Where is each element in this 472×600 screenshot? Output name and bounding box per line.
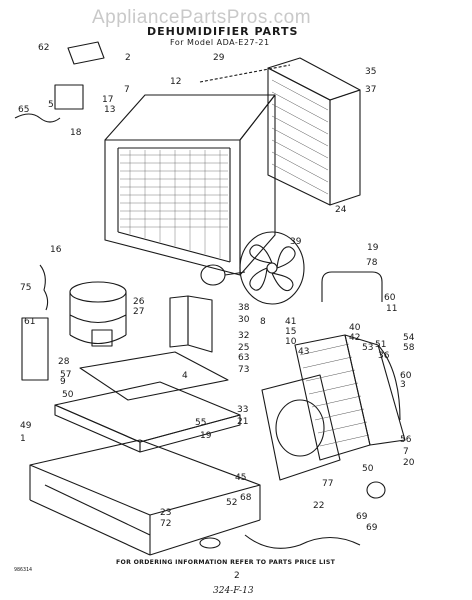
- part-number-label: 49: [20, 421, 32, 431]
- part-number-label: 73: [238, 365, 249, 375]
- part-number-label: 28: [58, 357, 70, 367]
- part-number-label: 8: [260, 317, 266, 327]
- part-number-label: 77: [322, 479, 333, 489]
- part-number-label: 9: [60, 377, 66, 387]
- part-number-label: 60: [384, 293, 396, 303]
- page-number: 2: [234, 571, 240, 581]
- part-number-label: 25: [238, 343, 249, 353]
- part-number-label: 50: [62, 390, 74, 400]
- part-number-label: 4: [182, 371, 188, 381]
- part-number-label: 62: [38, 43, 49, 53]
- part-number-label: 60: [400, 371, 412, 381]
- part-number-label: 7: [124, 85, 130, 95]
- capacitor-bracket: [21, 317, 49, 381]
- evaporator-coil: [294, 334, 371, 461]
- part-number-label: 57: [60, 370, 71, 380]
- part-number-label: 33: [237, 405, 248, 415]
- part-number-label: 51: [375, 340, 386, 350]
- part-number-label: 69: [356, 512, 368, 522]
- part-number-label: 20: [403, 458, 415, 468]
- part-number-label: 40: [349, 323, 361, 333]
- part-number-label: 1: [20, 434, 26, 444]
- part-number-label: 17: [102, 95, 113, 105]
- drain-fitting: [199, 537, 221, 549]
- part-number-label: 12: [170, 77, 181, 87]
- control-assembly: [14, 41, 105, 123]
- part-number-label: 65: [18, 105, 29, 115]
- part-number-label: 36: [378, 351, 390, 361]
- part-number-label: 53: [362, 343, 373, 353]
- part-number-label: 32: [238, 331, 249, 341]
- part-number-label: 30: [238, 315, 250, 325]
- rear-grille: [199, 57, 361, 206]
- part-number-label: 10: [285, 337, 297, 347]
- part-number-label: 23: [160, 508, 171, 518]
- fan-shroud: [261, 374, 341, 481]
- fan-motor: [200, 264, 246, 286]
- part-number-label: 75: [20, 283, 31, 293]
- part-number-label: 55: [195, 418, 206, 428]
- part-number-label: 63: [238, 353, 249, 363]
- part-number-label: 42: [349, 333, 360, 343]
- part-number-label: 56: [400, 435, 412, 445]
- part-number-label: 35: [365, 67, 376, 77]
- base-pan: [54, 351, 241, 453]
- part-number-label: 27: [133, 307, 144, 317]
- part-number-label: 38: [238, 303, 250, 313]
- part-number-label: 16: [50, 245, 62, 255]
- part-number-label: 7: [403, 447, 409, 457]
- part-number-label: 58: [403, 343, 415, 353]
- overload-protector: [366, 481, 386, 499]
- part-number-label: 78: [366, 258, 378, 268]
- part-number-label: 15: [285, 327, 296, 337]
- page-code: 986314: [14, 567, 33, 573]
- part-number-label: 61: [24, 317, 35, 327]
- compressor: [69, 281, 127, 347]
- part-number-label: 18: [70, 128, 82, 138]
- cabinet: [104, 94, 276, 276]
- part-number-label: 45: [235, 473, 246, 483]
- part-number-label: 37: [365, 85, 376, 95]
- base-frame: [29, 439, 261, 556]
- handwritten-code: 324-F-13: [213, 586, 254, 596]
- part-number-label: 41: [285, 317, 296, 327]
- diagram-title: DEHUMIDIFIER PARTS: [147, 25, 299, 38]
- part-number-label: 21: [237, 417, 248, 427]
- part-number-label: 11: [386, 304, 397, 314]
- part-number-label: 29: [213, 53, 225, 63]
- part-number-label: 52: [226, 498, 237, 508]
- part-number-label: 68: [240, 493, 252, 503]
- handle: [321, 271, 383, 302]
- part-number-label: 69: [366, 523, 378, 533]
- diagram-subtitle: For Model ADA-E27-21: [170, 38, 270, 47]
- part-number-label: 13: [104, 105, 115, 115]
- part-number-label: 24: [335, 205, 347, 215]
- part-number-label: 50: [362, 464, 374, 474]
- ordering-note: FOR ORDERING INFORMATION REFER TO PARTS …: [116, 559, 336, 566]
- fan-blade: [239, 231, 305, 305]
- part-number-label: 19: [200, 431, 212, 441]
- part-number-label: 43: [298, 347, 309, 357]
- watermark: AppliancePartsPros.com: [92, 7, 312, 28]
- part-number-label: 26: [133, 297, 145, 307]
- part-number-label: 22: [313, 501, 324, 511]
- part-number-label: 72: [160, 519, 171, 529]
- part-number-label: 39: [290, 237, 302, 247]
- part-number-labels: 62 2 7 65 5 17 13 18 12 29 35 37 24 39 1…: [18, 43, 415, 533]
- condenser-coil: [344, 334, 406, 446]
- part-number-label: 2: [125, 53, 131, 63]
- part-number-label: 54: [403, 333, 415, 343]
- wire-harness: [39, 264, 49, 311]
- part-number-label: 5: [48, 100, 54, 110]
- part-number-label: 19: [367, 243, 379, 253]
- motor-brackets: [169, 295, 213, 353]
- power-cord: [244, 534, 361, 549]
- part-number-label: 3: [400, 380, 406, 390]
